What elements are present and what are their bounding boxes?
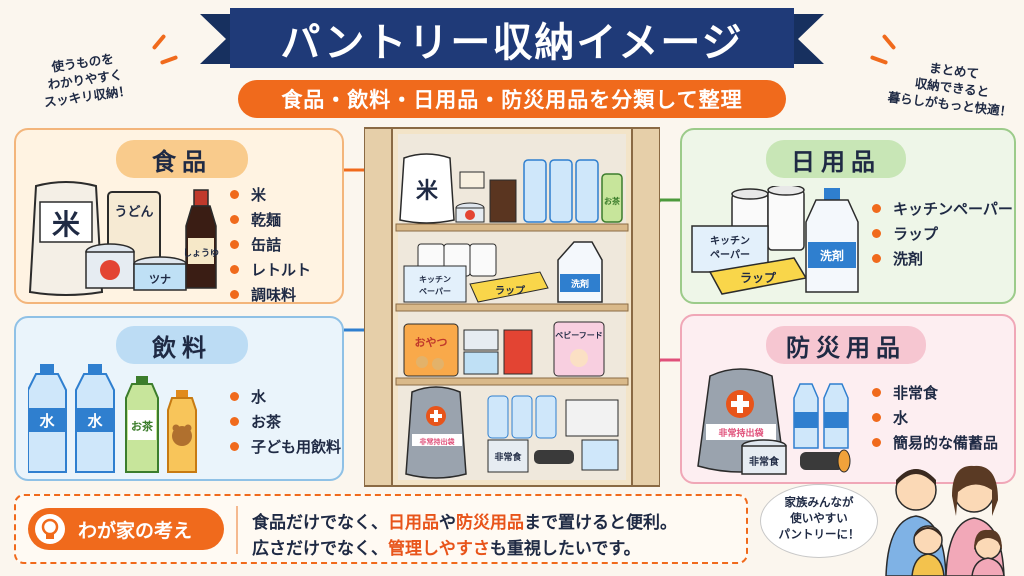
detergent-label: 洗剤 — [820, 248, 844, 263]
disaster-title: 防災用品 — [766, 326, 926, 364]
page-title: パントリー収納イメージ — [280, 20, 744, 66]
panel-daily-goods: 日用品 キッチン ペーパー ラップ 洗剤 キッチンペーパー ラップ 洗剤 — [680, 128, 1016, 304]
list-item: 水 — [230, 384, 341, 409]
rice-bag: 米 — [399, 153, 455, 224]
list-item: 米 — [230, 182, 311, 207]
speech-bubble-text: 家族みんなが使いやすいパントリーに！ — [778, 495, 860, 541]
list-item: キッチンペーパー — [872, 196, 1013, 221]
water-bottles — [523, 159, 599, 223]
footer-divider — [236, 506, 238, 554]
tea-label: お茶 — [131, 419, 154, 433]
soy-label: しょうゆ — [183, 248, 219, 259]
panel-food: 食品 米 うどん ツナ しょうゆ 米 乾麺 缶詰 レトルト 調味料 — [14, 128, 344, 304]
subtitle: 食品・飲料・日用品・防災用品を分類して整理 — [238, 80, 786, 118]
lightbulb-icon — [35, 514, 65, 544]
svg-text:おやつ: おやつ — [415, 336, 448, 349]
list-item: 子ども用飲料 — [230, 434, 341, 459]
tuna-label: ツナ — [149, 273, 171, 286]
food-illustration: 米 うどん ツナ しょうゆ — [28, 181, 219, 296]
list-item: 乾麺 — [230, 207, 311, 232]
drinks-list: 水 お茶 子ども用飲料 — [230, 384, 341, 459]
list-item: 調味料 — [230, 282, 311, 307]
list-item: レトルト — [230, 257, 311, 282]
svg-text:ラップ: ラップ — [495, 284, 526, 297]
disaster-illustration: 非常持出袋 非常食 — [697, 368, 851, 475]
footer-line-2: 広さだけでなく、管理しやすさも重視したいです。 — [252, 539, 641, 559]
daily-list: キッチンペーパー ラップ 洗剤 — [872, 196, 1013, 271]
family-illustration — [885, 465, 1005, 576]
svg-text:洗剤: 洗剤 — [571, 278, 589, 290]
footer-line-1: 食品だけでなく、日用品や防災用品まで置けると便利。 — [252, 513, 677, 533]
svg-text:ベビーフード: ベビーフード — [555, 330, 603, 340]
list-item: 缶詰 — [230, 232, 311, 257]
udon-label: うどん — [114, 205, 153, 220]
svg-text:非常持出袋: 非常持出袋 — [420, 437, 456, 446]
svg-text:キッチン: キッチン — [419, 275, 451, 284]
food-title: 食品 — [116, 140, 248, 178]
list-item: 洗剤 — [872, 246, 1013, 271]
list-item: 水 — [872, 405, 998, 430]
panel-drinks: 飲料 水 水 お茶 水 お茶 子ども用飲料 — [14, 316, 344, 481]
speech-bubble — [760, 484, 878, 558]
svg-text:非常食: 非常食 — [494, 451, 522, 463]
daily-illustration: キッチン ペーパー ラップ 洗剤 — [691, 186, 859, 295]
kitchen-paper-label: キッチン — [710, 235, 750, 247]
daily-title: 日用品 — [766, 140, 906, 178]
rice-label: 米 — [52, 208, 80, 241]
drinks-title: 飲料 — [116, 326, 248, 364]
list-item: 簡易的な備蓄品 — [872, 430, 998, 455]
disaster-list: 非常食 水 簡易的な備蓄品 — [872, 380, 998, 455]
water-label: 水 — [87, 412, 103, 430]
food-list: 米 乾麺 缶詰 レトルト 調味料 — [230, 182, 311, 307]
water-label: 水 — [39, 412, 55, 430]
svg-text:ペーパー: ペーパー — [710, 249, 750, 261]
drinks-illustration: 水 水 お茶 — [28, 364, 197, 473]
title-banner: パントリー収納イメージ — [200, 8, 824, 70]
can-label: 非常食 — [749, 455, 780, 468]
svg-text:ペーパー: ペーパー — [419, 286, 451, 296]
list-item: お茶 — [230, 409, 341, 434]
list-item: 非常食 — [872, 380, 998, 405]
svg-text:お茶: お茶 — [604, 196, 621, 206]
wrap-label: ラップ — [740, 270, 777, 285]
bag-label: 非常持出袋 — [718, 427, 764, 439]
svg-text:米: 米 — [416, 179, 439, 204]
panel-disaster-supplies: 防災用品 非常持出袋 非常食 非常食 水 簡易的な備蓄品 — [680, 314, 1016, 484]
pantry-cabinet: 米 お茶 キッチン ペーパー ラップ 洗剤 おやつ ベビーフード 非常持出袋 非… — [364, 127, 660, 487]
list-item: ラップ — [872, 221, 1013, 246]
